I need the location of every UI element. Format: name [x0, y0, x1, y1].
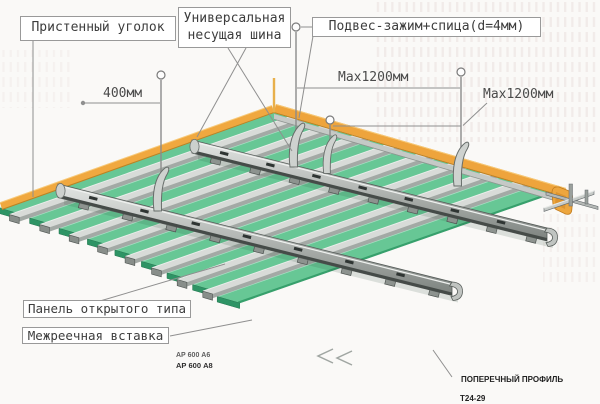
hanger-wire-d-eyelet: [456, 67, 466, 77]
dimension-max1200-2: Мах1200мм: [483, 87, 554, 102]
callout-wall-angle: Пристенный уголок: [20, 16, 176, 41]
callout-hanger: Подвес-зажим+спица(d=4мм): [312, 17, 541, 37]
generated-scene: [0, 0, 600, 378]
carrier-rail-upper: [189, 138, 558, 248]
dimension-max1200-1: Мах1200мм: [338, 70, 409, 85]
callout-carrier-rail: Универсальная несущая шина: [178, 7, 291, 48]
hanger-clip-d: [452, 141, 470, 187]
hanger-clip-b: [288, 122, 306, 168]
leader-lines: [32, 26, 488, 378]
caption-panel-code-1: АР 600 А6: [176, 352, 211, 359]
direction-arrows: [316, 348, 353, 366]
hanger-clip-a: [152, 166, 170, 212]
caption-cross-profile-code: Т24-29: [460, 394, 486, 403]
hanger-clip-c: [322, 134, 338, 174]
cross-tee-detail: [543, 183, 599, 212]
wall-angle-back-left: [0, 105, 275, 210]
caption-cross-profile: ПОПЕРЕЧНЫЙ ПРОФИЛЬ: [461, 375, 564, 384]
carrier-rail-lower: [55, 183, 463, 303]
hanger-wire-b-eyelet: [291, 22, 301, 32]
dimension-400mm: 400мм: [103, 86, 143, 101]
hanger-wire-a-eyelet: [156, 70, 166, 80]
callout-open-panel: Панель открытого типа: [23, 300, 191, 318]
callout-insert: Межреечная вставка: [22, 327, 169, 344]
caption-panel-code-2: АР 600 А8: [176, 361, 213, 370]
hanger-wire-c-eyelet: [325, 115, 335, 125]
